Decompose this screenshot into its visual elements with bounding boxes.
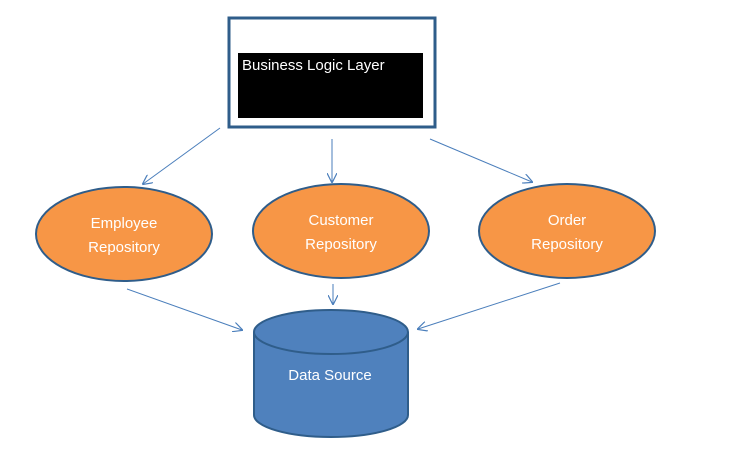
customer-repository: Customer Repository <box>252 183 430 279</box>
employee-repository-label-line2: Repository <box>88 239 160 256</box>
business-logic-layer-label: Business Logic Layer <box>242 57 385 74</box>
customer-repository-label-line1: Customer <box>308 212 373 229</box>
data-source-label: Data Source <box>288 367 371 384</box>
employee-repository: Employee Repository <box>35 186 213 282</box>
business-logic-layer-inner <box>238 53 423 118</box>
order-repository: Order Repository <box>478 183 656 279</box>
business-logic-layer: Business Logic Layer <box>227 16 437 129</box>
order-repository-label-line1: Order <box>548 212 586 229</box>
data-source-top <box>253 309 409 355</box>
data-source-body <box>253 332 409 438</box>
employee-repository-label-line1: Employee <box>91 215 158 232</box>
arrow-bll-to-employee <box>143 127 221 184</box>
data-source-cylinder: Data Source <box>253 309 409 438</box>
employee-repository-ellipse <box>35 186 213 282</box>
arrow-employee-to-datasource <box>126 288 242 330</box>
arrow-order-to-datasource <box>418 282 561 329</box>
customer-repository-ellipse <box>252 183 430 279</box>
customer-repository-label-line2: Repository <box>305 236 377 253</box>
order-repository-ellipse <box>478 183 656 279</box>
order-repository-label-line2: Repository <box>531 236 603 253</box>
arrow-bll-to-order <box>429 138 532 182</box>
